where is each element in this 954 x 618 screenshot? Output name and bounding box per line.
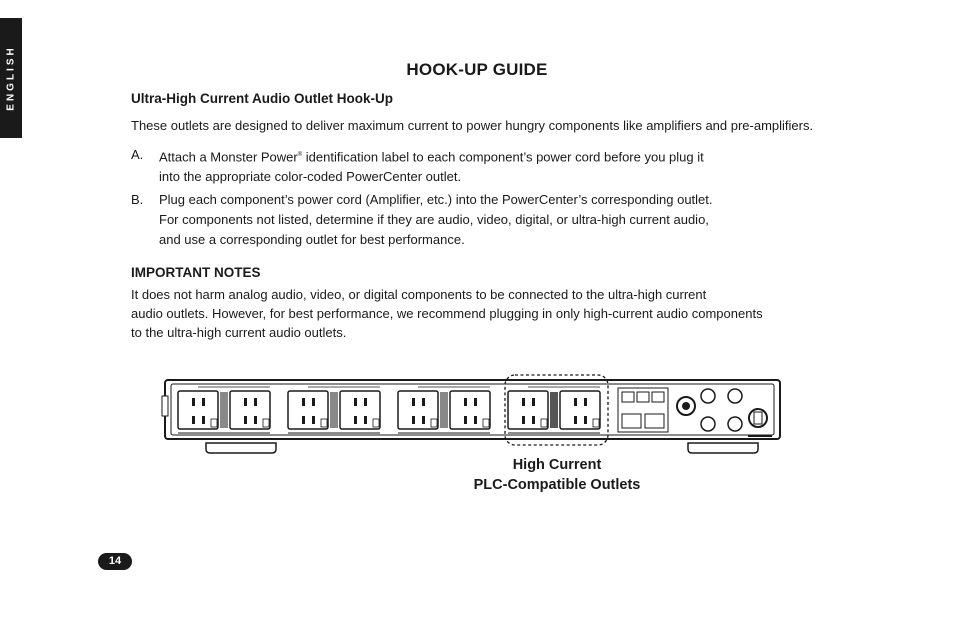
notes-heading: IMPORTANT NOTES	[131, 265, 261, 280]
outlet-receptacle	[229, 390, 271, 430]
step-a-text: Attach a Monster Power® identification l…	[159, 149, 704, 185]
color-code-strip	[440, 392, 448, 428]
section-heading: Ultra-High Current Audio Outlet Hook-Up	[131, 91, 393, 106]
page-number: 14	[98, 553, 132, 570]
step-b-letter: B.	[131, 192, 144, 207]
intro-paragraph: These outlets are designed to deliver ma…	[131, 118, 814, 133]
notes-paragraph: It does not harm analog audio, video, or…	[131, 287, 763, 340]
outlet-receptacle	[507, 390, 549, 430]
language-tab: ENGLISH	[0, 18, 22, 138]
outlet-group	[287, 386, 381, 434]
callout-caption: High Current PLC-Compatible Outlets	[473, 457, 641, 493]
color-code-strip	[550, 392, 558, 428]
outlet-receptacle	[287, 390, 329, 430]
step-a-letter: A.	[131, 147, 144, 162]
step-b-text: Plug each component’s power cord (Amplif…	[159, 192, 713, 247]
powercenter-illustration	[161, 374, 781, 454]
outlet-group	[177, 386, 271, 434]
outlet-group	[397, 386, 491, 434]
outlet-receptacle	[397, 390, 439, 430]
page-title: HOOK-UP GUIDE	[406, 60, 548, 79]
outlet-receptacle	[177, 390, 219, 430]
color-code-strip	[330, 392, 338, 428]
color-code-strip	[220, 392, 228, 428]
outlet-receptacle	[449, 390, 491, 430]
outlet-group	[507, 386, 601, 434]
outlet-receptacle	[559, 390, 601, 430]
registered-mark: ®	[297, 152, 303, 158]
outlet-receptacle	[339, 390, 381, 430]
